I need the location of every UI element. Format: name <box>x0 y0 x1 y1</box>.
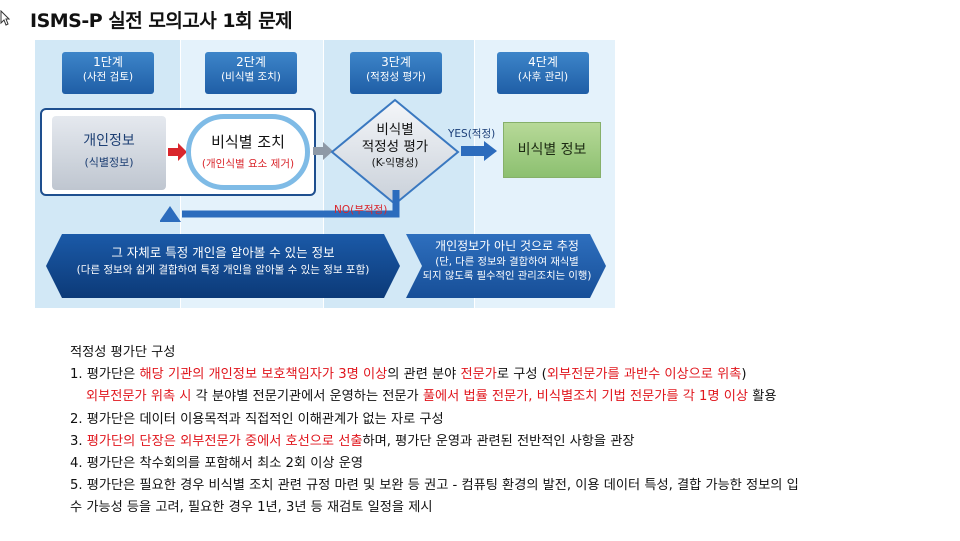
page-title: ISMS-P 실전 모의고사 1회 문제 <box>30 10 293 32</box>
banner-identifiable: 그 자체로 특정 개인을 알아볼 수 있는 정보 (다른 정보와 쉽게 결합하여… <box>76 245 370 276</box>
note-2: 2. 평가단은 데이터 이용목적과 직접적인 이해관계가 없는 자로 구성 <box>70 411 444 427</box>
no-edge-label: NO(부적정) <box>334 204 388 216</box>
note-1-continued: 외부전문가 위촉 시 각 분야별 전문기관에서 운영하는 전문가 풀에서 법률 … <box>86 389 777 405</box>
deidentified-info-node: 비식별 정보 <box>503 122 601 178</box>
stage-3-label: 3단계(적정성 평가) <box>350 52 442 94</box>
note-1: 1. 평가단은 해당 기관의 개인정보 보호책임자가 3명 이상의 관련 분야 … <box>70 367 747 383</box>
stage-2-label: 2단계(비식별 조치) <box>205 52 297 94</box>
arrow-to-deidentify-icon <box>168 143 187 161</box>
banner-presumed-non-pi: 개인정보가 아닌 것으로 추정 (단, 다른 정보와 결합하여 재식별 되지 않… <box>422 239 592 282</box>
outcome-banners <box>46 234 606 298</box>
notes-heading: 적정성 평가단 구성 <box>70 345 176 360</box>
yes-arrow-icon <box>461 141 497 161</box>
stage-1-label: 1단계(사전 검토) <box>62 52 154 94</box>
mouse-cursor-icon <box>0 10 10 26</box>
no-loop-arrow-icon <box>160 190 400 222</box>
note-3: 3. 평가단의 단장은 외부전문가 중에서 호선으로 선출하며, 평가단 운영과… <box>70 433 635 449</box>
arrow-to-assessment-icon <box>313 142 333 160</box>
assessment-team-notes: 적정성 평가단 구성 1. 평가단은 해당 기관의 개인정보 보호책임자가 3명… <box>70 342 930 520</box>
deidentify-node: 비식별 조치 (개인식별 요소 제거) <box>186 114 310 190</box>
note-5-continued: 수 가능성 등을 고려, 필요한 경우 1년, 3년 등 재검토 일정을 제시 <box>70 500 433 516</box>
assessment-label: 비식별 적정성 평가 (K-익명성) <box>361 122 429 169</box>
note-4: 4. 평가단은 착수회의를 포함해서 최소 2회 이상 운영 <box>70 456 363 472</box>
personal-info-node: 개인정보 (식별정보) <box>52 116 166 190</box>
stage-4-label: 4단계(사후 관리) <box>497 52 589 94</box>
note-5: 5. 평가단은 필요한 경우 비식별 조치 관련 규정 마련 및 보완 등 권고… <box>70 478 799 494</box>
yes-edge-label: YES(적정) <box>448 128 496 140</box>
